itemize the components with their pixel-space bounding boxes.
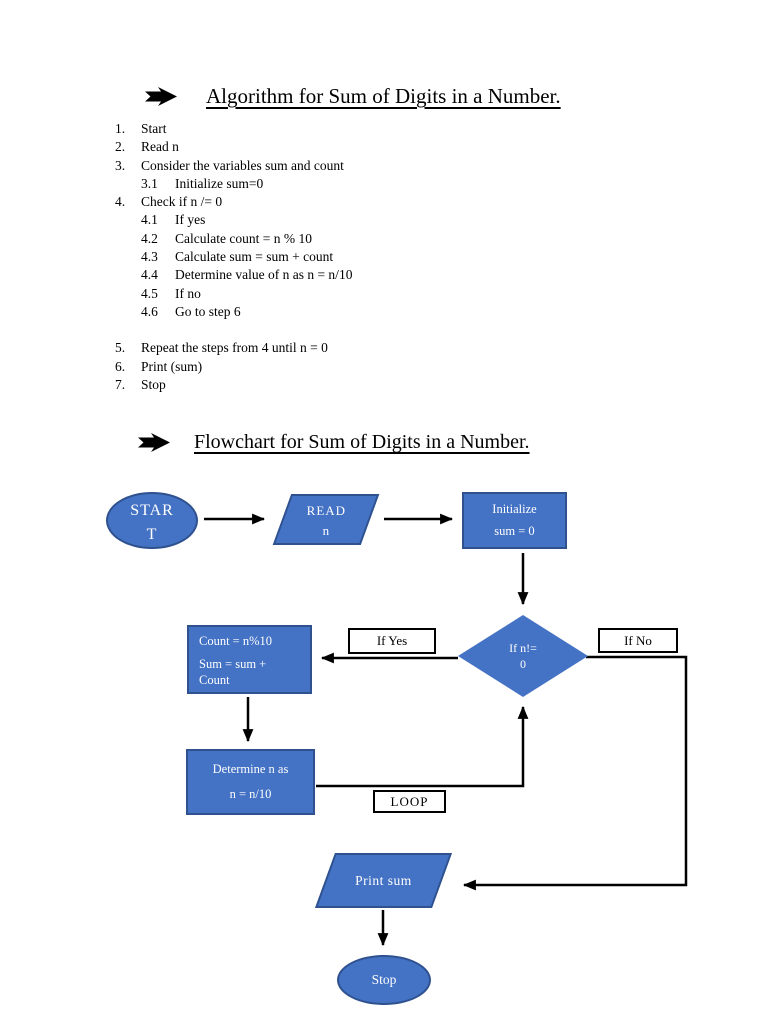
branch-label-loop: LOOP <box>373 790 446 813</box>
algorithm-step: 1.Start <box>115 121 167 136</box>
start-label-line2: T <box>146 526 158 543</box>
algorithm-step: 4.Check if n /= 0 <box>115 194 223 210</box>
read-label-line1: READ <box>306 503 347 518</box>
algorithm-step: 5.Repeat the steps from 4 until n = 0 <box>115 340 328 356</box>
print-label: Print sum <box>355 873 412 888</box>
algorithm-step: 7.Stop <box>115 376 166 392</box>
algorithm-steps-list: 1.Start 2.Read n 3.Consider the variable… <box>115 120 352 394</box>
algorithm-step: 6.Print (sum) <box>115 358 203 374</box>
flowchart-node-determine-n: Determine n as n = n/10 <box>186 749 315 815</box>
determine-label-line2: n = n/10 <box>229 787 272 801</box>
flowchart-node-print-sum: Print sum <box>314 853 453 908</box>
connector-ifno-decision-to-print <box>462 655 688 891</box>
branch-label-if-yes: If Yes <box>348 628 436 654</box>
branch-label-if-no: If No <box>598 628 678 653</box>
flowchart-node-initialize: Initialize sum = 0 <box>462 492 567 549</box>
init-label-line2: sum = 0 <box>494 524 535 539</box>
decision-label-line1: If n!= <box>509 641 537 655</box>
algorithm-step: 3.Consider the variables sum and count <box>115 157 344 173</box>
arrow-bullet-icon <box>138 433 170 452</box>
init-label-line1: Initialize <box>492 501 537 516</box>
connector-loop-determine-to-decision <box>316 705 529 788</box>
decision-label-line2: 0 <box>520 657 526 671</box>
flowchart-node-read: READ n <box>272 494 380 545</box>
algorithm-title: Algorithm for Sum of Digits in a Number. <box>206 84 561 108</box>
flowchart-title: Flowchart for Sum of Digits in a Number. <box>194 431 530 453</box>
determine-label-line1: Determine n as <box>212 762 289 776</box>
count-label-line3: Count <box>199 673 230 687</box>
flowchart-node-count-sum: Count = n%10 Sum = sum + Count <box>187 625 312 694</box>
algorithm-step: 2.Read n <box>115 139 179 155</box>
read-label-line2: n <box>322 523 331 538</box>
flowchart-heading: Flowchart for Sum of Digits in a Number. <box>138 431 530 454</box>
start-label-line1: STAR <box>130 502 174 519</box>
count-label-line1: Count = n%10 <box>199 634 273 648</box>
flowchart-node-stop: Stop <box>337 955 431 1005</box>
algorithm-heading: Algorithm for Sum of Digits in a Number. <box>145 84 561 109</box>
stop-label: Stop <box>371 972 397 987</box>
arrow-bullet-icon <box>145 87 177 106</box>
flowchart-node-decision: If n!= 0 <box>458 615 588 697</box>
count-label-line2: Sum = sum + <box>199 657 267 671</box>
flowchart-node-start: STAR T <box>106 492 198 549</box>
